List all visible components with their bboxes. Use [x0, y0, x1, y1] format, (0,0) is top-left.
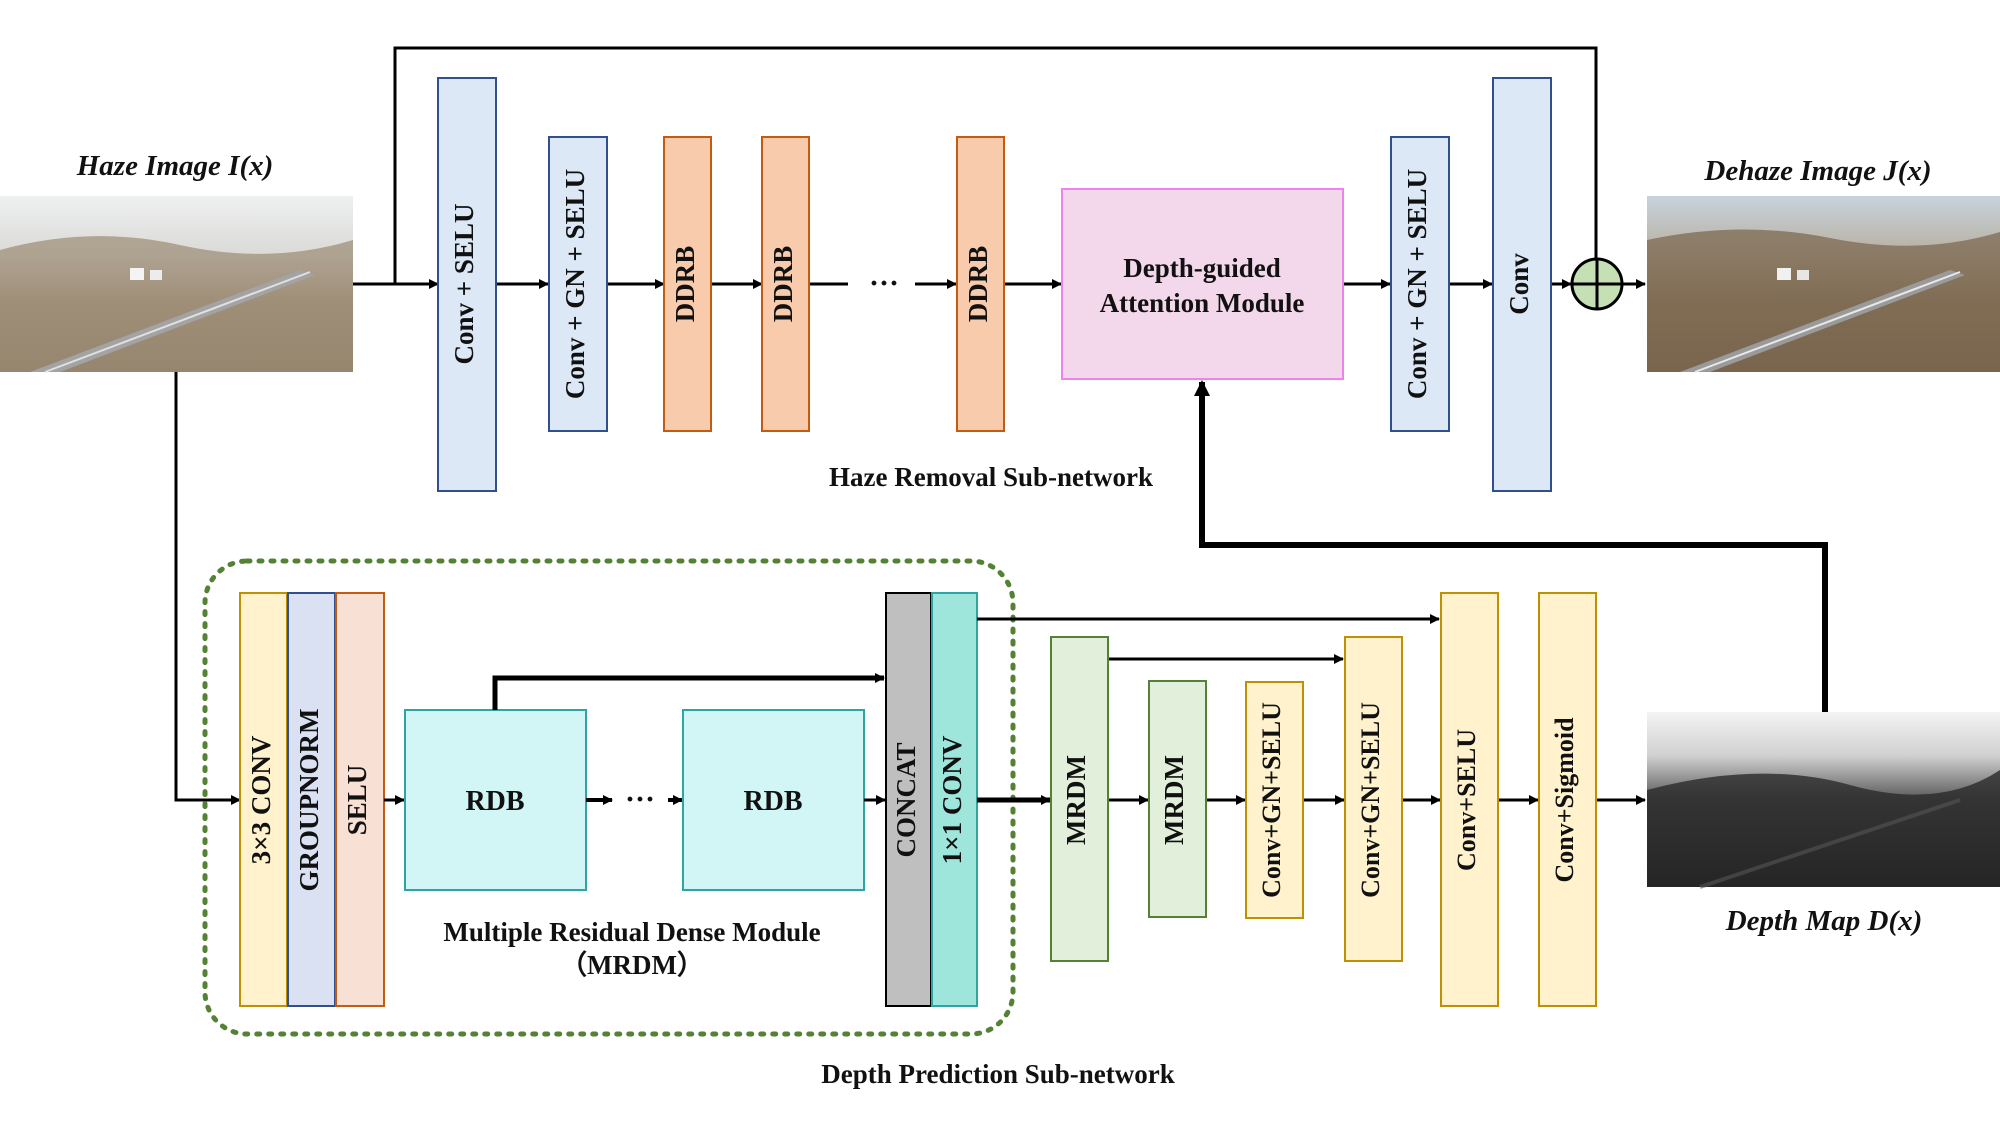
conv-selu-block: Conv + SELU: [437, 77, 497, 492]
conv-block: Conv: [1492, 77, 1552, 492]
conv-gn-selu-block-1: Conv + GN + SELU: [548, 136, 608, 432]
block-label: DDRB: [670, 246, 700, 323]
block-label: DDRB: [768, 246, 798, 323]
global-skip-connection: [393, 46, 1601, 284]
mrdm-block-2: MRDM: [1148, 680, 1207, 918]
block-label: RDB: [465, 786, 524, 817]
haze-image-title: Haze Image I(x): [76, 150, 274, 182]
block-label: Conv: [1504, 253, 1534, 315]
block-label: RDB: [743, 786, 802, 817]
stem-selu: SELU: [335, 592, 385, 1007]
mrdm-block-1: MRDM: [1050, 636, 1109, 962]
mrdm-abbreviation: （MRDM）: [560, 950, 704, 980]
depth-map-image: [1647, 712, 2000, 889]
depth-guidance-arrow: [1194, 380, 1828, 712]
rdb-to-concat-arrow: [492, 673, 885, 710]
conv-sigmoid-block: Conv+Sigmoid: [1538, 592, 1597, 1007]
rdb-block-2: RDB: [682, 709, 865, 891]
block-label: SELU: [342, 765, 372, 836]
block-label: Conv+GN+SELU: [1257, 702, 1286, 898]
block-label: Conv + GN + SELU: [1402, 169, 1432, 399]
ddrb-block-1: DDRB: [663, 136, 712, 432]
rdb-block-1: RDB: [404, 709, 587, 891]
conv-gn-selu-block-small: Conv+GN+SELU: [1245, 681, 1304, 919]
block-label: CONCAT: [891, 742, 921, 857]
block-label: GROUPNORM: [294, 709, 324, 892]
block-label: 1×1 CONV: [937, 735, 967, 864]
haze-removal-caption: Haze Removal Sub-network: [829, 462, 1153, 492]
conv-1x1-block: 1×1 CONV: [931, 592, 978, 1007]
dehaze-image: [1647, 196, 2000, 373]
depth-guided-attention-module: Depth-guided Attention Module: [1061, 188, 1344, 380]
haze-image: [0, 196, 353, 373]
conv-gn-selu-block-2: Conv + GN + SELU: [1390, 136, 1450, 432]
block-label: DDRB: [963, 246, 993, 323]
conv-gn-selu-block-large: Conv+GN+SELU: [1344, 636, 1403, 962]
ddrb-block-2: DDRB: [761, 136, 810, 432]
ellipsis: ···: [869, 267, 899, 300]
block-label: MRDM: [1159, 755, 1189, 845]
elementwise-add-icon: [1570, 257, 1624, 311]
block-label: Conv + SELU: [449, 204, 479, 365]
concat-block: CONCAT: [885, 592, 932, 1007]
block-label: Conv+GN+SELU: [1356, 702, 1385, 898]
mrdm-title: Multiple Residual Dense Module: [443, 917, 820, 947]
ellipsis: ···: [625, 783, 655, 816]
depth-prediction-caption: Depth Prediction Sub-network: [821, 1059, 1175, 1089]
block-label: 3×3 CONV: [246, 735, 276, 864]
conv-selu-decoder-block: Conv+SELU: [1440, 592, 1499, 1007]
ddrb-block-3: DDRB: [956, 136, 1005, 432]
stem-groupnorm: GROUPNORM: [287, 592, 336, 1007]
block-label: Conv + GN + SELU: [560, 169, 590, 399]
block-label: MRDM: [1061, 755, 1091, 845]
depth-map-title: Depth Map D(x): [1725, 905, 1923, 937]
block-label: Conv+Sigmoid: [1550, 717, 1579, 883]
attention-label-line2: Attention Module: [1100, 288, 1305, 318]
stem-3x3-conv: 3×3 CONV: [239, 592, 288, 1007]
attention-label-line1: Depth-guided: [1123, 253, 1281, 283]
dehaze-image-title: Dehaze Image J(x): [1703, 155, 1931, 187]
block-label: Conv+SELU: [1452, 729, 1481, 871]
input-to-depth-arrow: [174, 372, 241, 805]
